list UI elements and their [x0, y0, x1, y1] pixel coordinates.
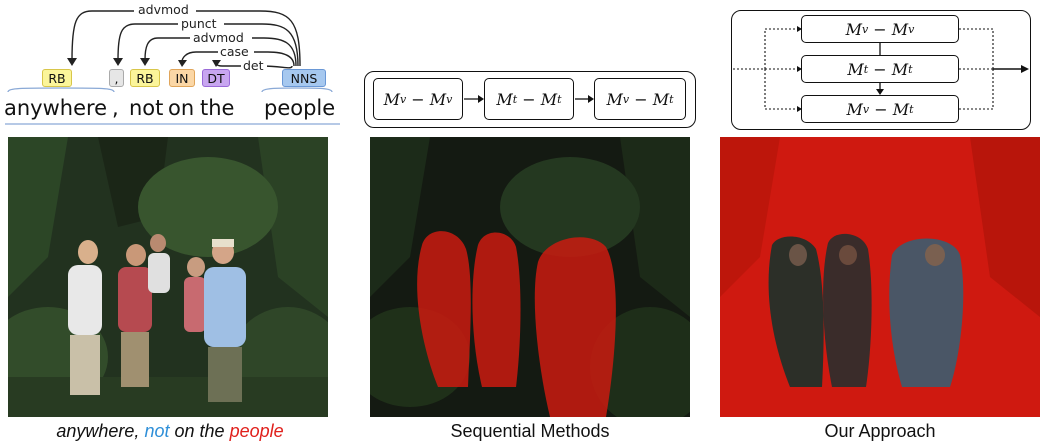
pos-tag-rb-2: RB [130, 69, 160, 87]
word-anywhere: anywhere [4, 96, 108, 120]
arc-label-advmod-1: advmod [138, 2, 189, 17]
sequential-mask [417, 231, 616, 417]
arc-label-det: det [243, 58, 264, 73]
caption-word-people: people [229, 421, 284, 441]
pos-tag-dt: DT [202, 69, 230, 87]
caption-query: anywhere, not on the people [30, 421, 310, 442]
caption-word-anywhere: anywhere, [56, 421, 140, 441]
pos-tag-rb-1: RB [42, 69, 72, 87]
caption-word-not: not [144, 421, 170, 441]
approach-result-photo [720, 137, 1040, 417]
dependency-arcs: advmod punct advmod case det [5, 2, 340, 125]
pos-tag-nns: NNS [282, 69, 326, 87]
word-people: people [264, 96, 336, 120]
dependency-parse: advmod punct advmod case det RB , RB IN … [0, 0, 345, 132]
word-the: the [200, 96, 235, 120]
approach-diagram [731, 10, 1031, 130]
approach-arrows [733, 26, 1029, 112]
word-comma: , [112, 96, 119, 120]
caption-sequential: Sequential Methods [450, 421, 610, 441]
arc-punct [117, 23, 299, 67]
pos-tag-comma: , [109, 69, 124, 87]
arc-label-case: case [220, 44, 249, 59]
arc-label-punct: punct [181, 16, 217, 31]
word-not: not [129, 96, 164, 120]
sequential-arrows [464, 95, 594, 103]
original-photo [8, 137, 328, 417]
approach-unmasked-people [768, 233, 964, 387]
sequential-result-photo [370, 137, 690, 417]
caption-approach: Our Approach [824, 421, 936, 441]
arc-advmod-anywhere [71, 10, 301, 67]
sequential-methods-diagram [364, 71, 696, 128]
caption-word-on-the: on the [174, 421, 225, 441]
arc-label-advmod-2: advmod [193, 30, 244, 45]
word-on: on [168, 96, 195, 120]
pos-tag-in: IN [169, 69, 195, 87]
